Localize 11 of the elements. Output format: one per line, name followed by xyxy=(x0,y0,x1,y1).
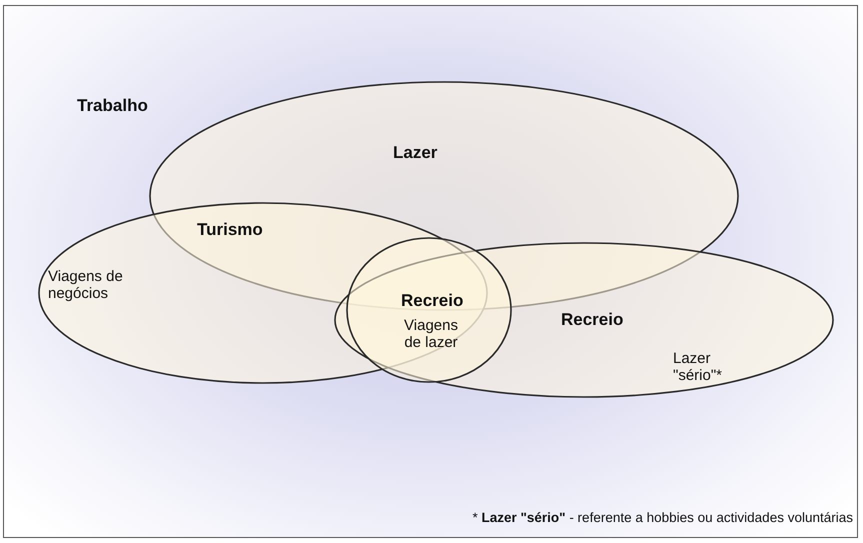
set-title: Recreio xyxy=(401,291,464,311)
set-label: Viagens de lazer xyxy=(403,317,459,352)
ellipse xyxy=(346,237,512,383)
set-title: Recreio xyxy=(561,310,624,330)
diagram-frame xyxy=(3,5,858,538)
set-title: Trabalho xyxy=(77,96,148,116)
set-title: Lazer xyxy=(393,143,438,163)
footnote: *Lazer "sério" - referente a hobbies ou actividades voluntárias xyxy=(472,510,853,525)
set-label: Viagens de negócios xyxy=(48,268,124,302)
set-title: Turismo xyxy=(197,220,263,240)
set-label: Lazer "sério"* xyxy=(673,350,723,384)
